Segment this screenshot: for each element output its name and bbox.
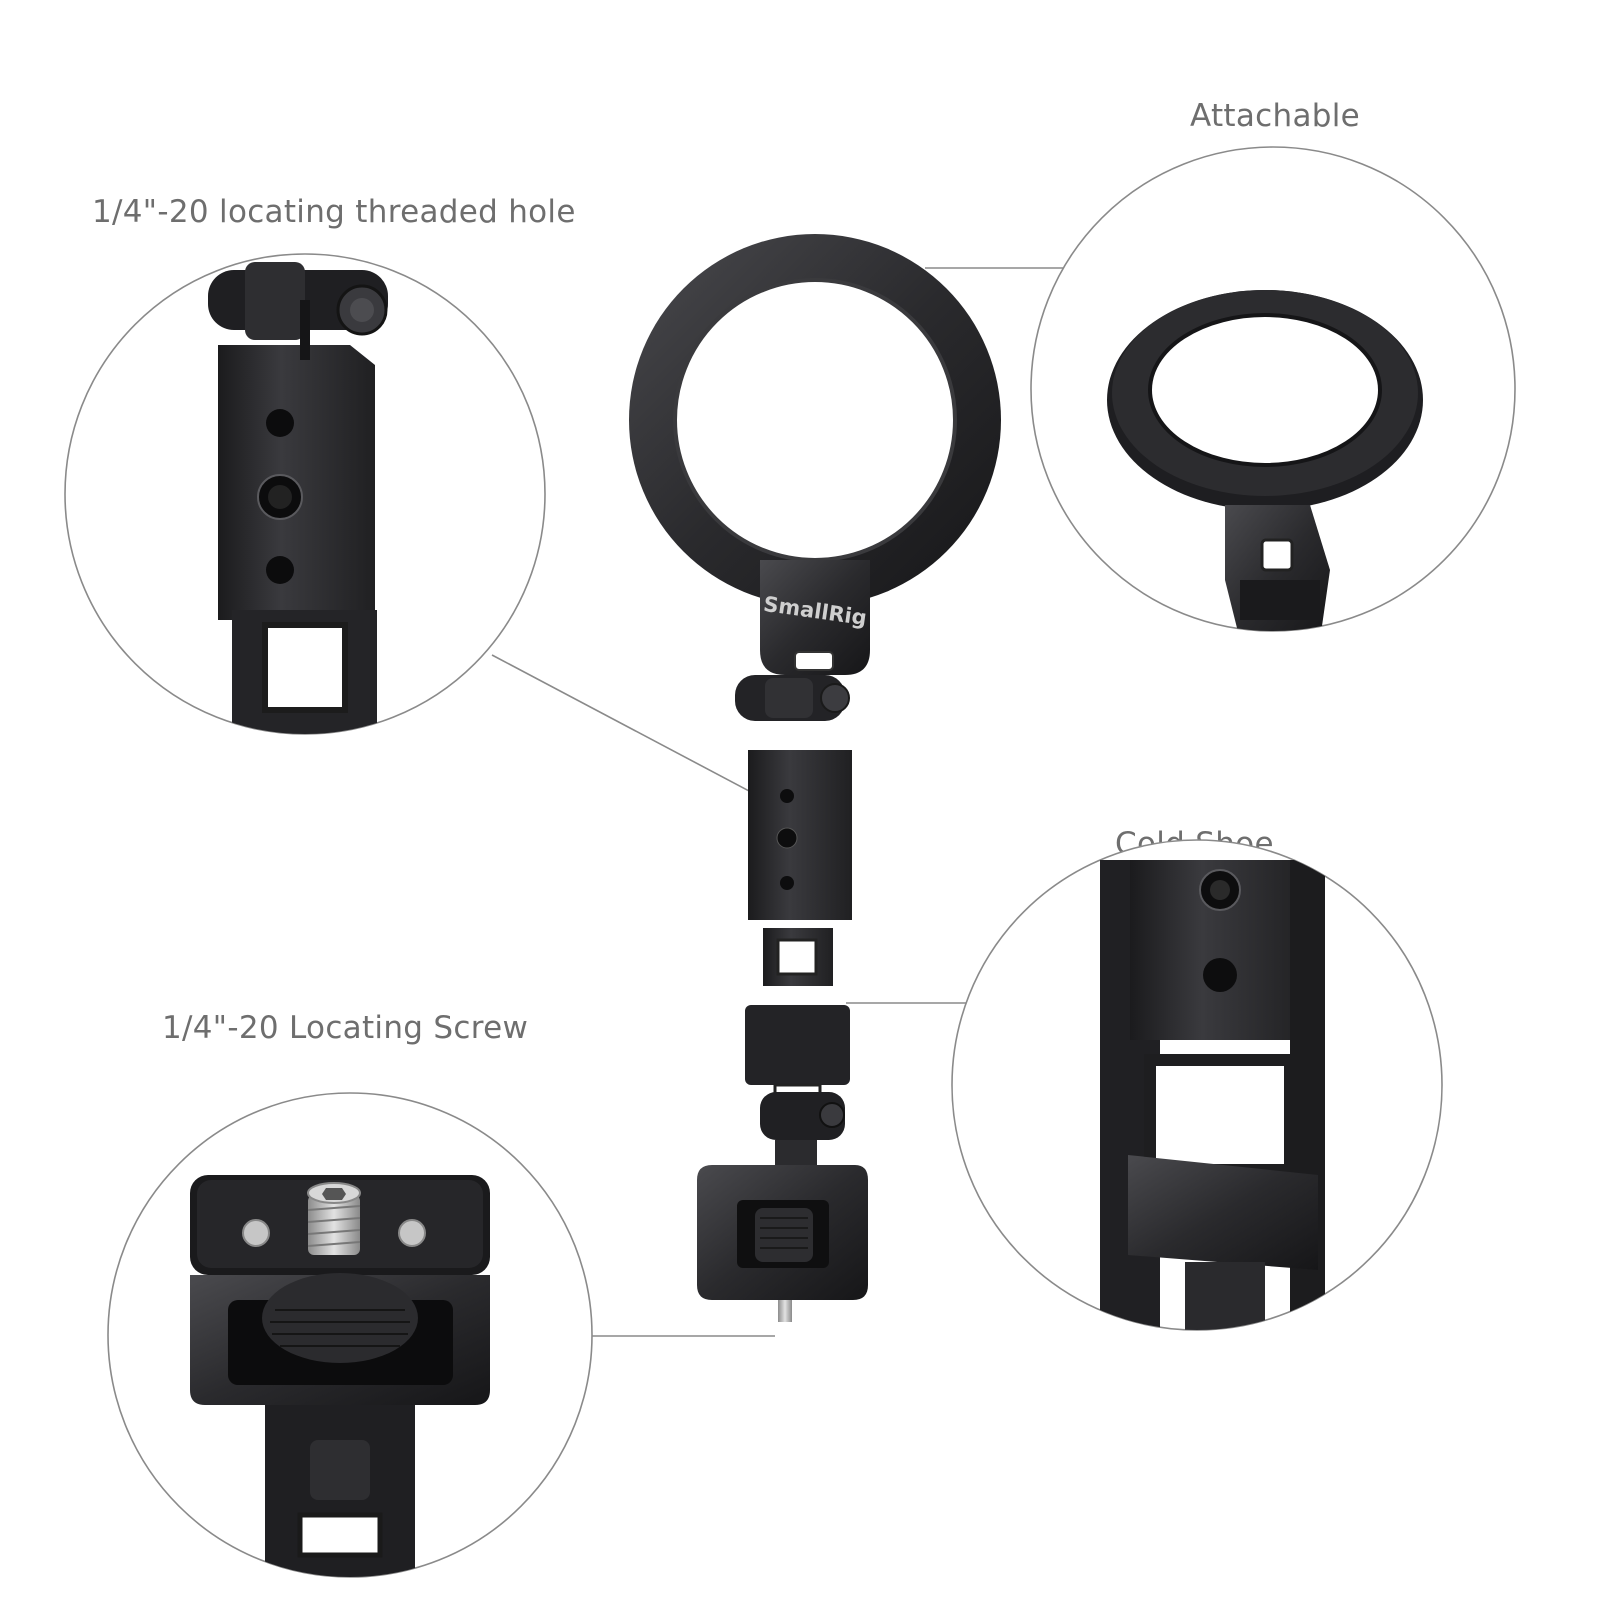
upper-hinge xyxy=(735,675,850,721)
arm-plate xyxy=(745,750,852,1168)
callout-locating-screw-label: 1/4"-20 Locating Screw xyxy=(162,1010,529,1046)
magnetic-ring: SmallRig xyxy=(629,234,1001,675)
detail-circle-locating-screw xyxy=(107,1092,593,1578)
callout-attachable-label: Attachable xyxy=(1190,98,1361,134)
callout-threaded-hole-label: 1/4"-20 locating threaded hole xyxy=(92,194,576,230)
main-product: SmallRig xyxy=(629,234,1001,1322)
detail-circle-cold-shoe xyxy=(951,839,1443,1331)
connector-threaded-hole xyxy=(491,654,786,811)
detail-circle-attachable xyxy=(1030,146,1516,632)
clamp-block xyxy=(697,1165,868,1322)
detail-circle-threaded-hole xyxy=(64,253,546,735)
